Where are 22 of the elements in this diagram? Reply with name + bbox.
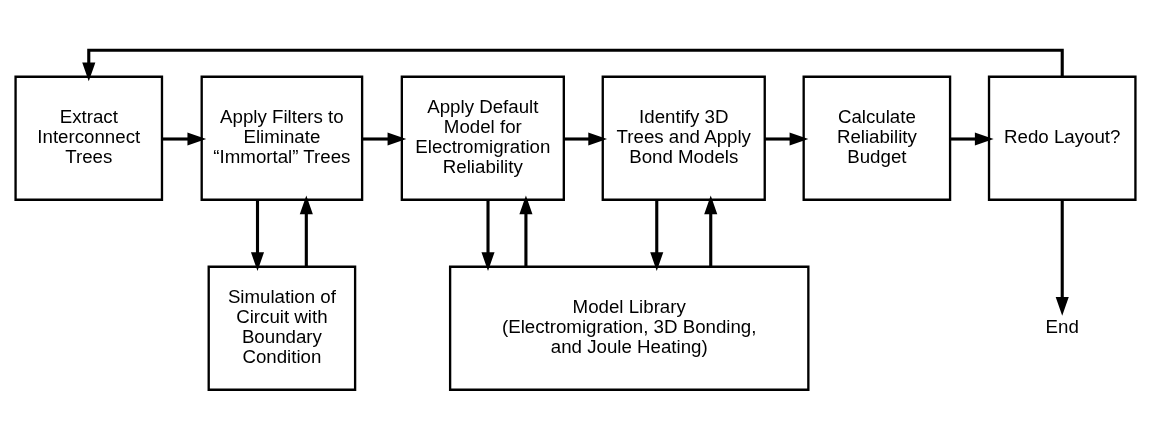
node-box: Calculate Reliability Budget	[802, 75, 952, 201]
node-box: Apply Filters to Eliminate “Immortal” Trees	[200, 75, 364, 201]
arrow	[481, 199, 495, 271]
arrow	[765, 131, 809, 146]
node-box: Redo Layout?	[987, 75, 1137, 201]
arrow	[162, 131, 207, 146]
arrow	[299, 195, 313, 267]
arrow	[563, 131, 608, 146]
arrow	[950, 131, 994, 146]
arrow	[82, 48, 1064, 81]
arrow	[1055, 199, 1069, 316]
arrow	[250, 199, 265, 271]
arrow	[650, 199, 664, 271]
node-box: Identify 3D Trees and Apply Bond Models	[601, 75, 766, 201]
arrow	[704, 195, 718, 267]
arrow	[362, 131, 407, 146]
node-box: Model Library (Electromigration, 3D Bonding, and Joule Heating)	[448, 265, 810, 391]
node-box: Apply Default Model for Electromigration Reliability	[400, 75, 565, 201]
arrow	[519, 195, 533, 267]
node-box: Simulation of Circuit with Boundary Condition	[207, 265, 357, 391]
node-box: Extract Interconnect Trees	[14, 75, 164, 201]
node-text: End	[1045, 315, 1079, 337]
